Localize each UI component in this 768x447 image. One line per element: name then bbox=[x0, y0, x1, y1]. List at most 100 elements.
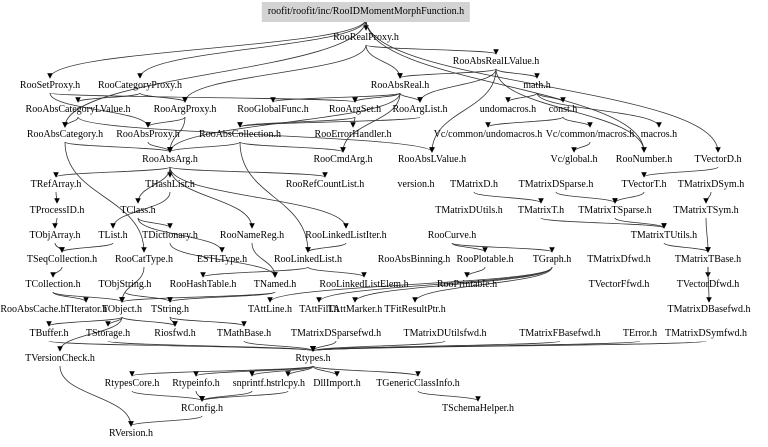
node-trefarray[interactable]: TRefArray.h bbox=[30, 179, 82, 190]
node-tmathbase[interactable]: TMathBase.h bbox=[216, 328, 272, 339]
node-roohashtable[interactable]: RooHashTable.h bbox=[169, 279, 237, 290]
node-tmatrixdsparsefwd[interactable]: TMatrixDSparsefwd.h bbox=[290, 328, 382, 339]
node-tmatrixdsym[interactable]: TMatrixDSym.h bbox=[677, 179, 745, 190]
node-thashlist[interactable]: THashList.h bbox=[145, 179, 195, 190]
node-riosfwd[interactable]: Riosfwd.h bbox=[154, 328, 196, 339]
node-titerator[interactable]: TIterator.h bbox=[64, 304, 108, 315]
node-tstorage[interactable]: TStorage.h bbox=[85, 328, 131, 339]
node-tobject[interactable]: TObject.h bbox=[101, 304, 143, 315]
node-tmatrixdutils[interactable]: TMatrixDUtils.h bbox=[435, 205, 503, 216]
node-tobjstring[interactable]: TObjString.h bbox=[98, 279, 152, 290]
node-roocurve[interactable]: RooCurve.h bbox=[427, 230, 477, 241]
node-rooargproxy[interactable]: RooArgProxy.h bbox=[153, 104, 217, 115]
node-vc-global[interactable]: Vc/global.h bbox=[550, 154, 598, 165]
node-strlcpy[interactable]: strlcpy.h bbox=[270, 378, 306, 389]
node-tmatrixtutils[interactable]: TMatrixTUtils.h bbox=[630, 230, 698, 241]
node-tfitresultptr[interactable]: TFitResultPtr.h bbox=[384, 304, 446, 315]
node-rversion[interactable]: RVersion.h bbox=[109, 428, 153, 439]
edge-rooabsarg-to-trefarray bbox=[53, 166, 171, 178]
node-rooabsreal[interactable]: RooAbsReal.h bbox=[370, 80, 430, 91]
node-rooabsproxy[interactable]: RooAbsProxy.h bbox=[116, 129, 180, 140]
node-vc-common-macros[interactable]: Vc/common/macros.h bbox=[545, 129, 635, 140]
node-roocattype[interactable]: RooCatType.h bbox=[115, 254, 173, 265]
node-roorefcountlist[interactable]: RooRefCountList.h bbox=[285, 179, 365, 190]
node-tattmarker[interactable]: TAttMarker.h bbox=[327, 304, 383, 315]
node-roonamereg[interactable]: RooNameReg.h bbox=[219, 230, 285, 241]
node-tbuffer[interactable]: TBuffer.h bbox=[29, 328, 69, 339]
node-tmatrixtbase[interactable]: TMatrixTBase.h bbox=[674, 254, 742, 265]
node-tmatrixtsym[interactable]: TMatrixTSym.h bbox=[673, 205, 739, 216]
node-rtypes[interactable]: Rtypes.h bbox=[295, 353, 331, 364]
node-tclass[interactable]: TClass.h bbox=[120, 205, 156, 216]
node-roolinkedlist[interactable]: RooLinkedList.h bbox=[273, 254, 343, 265]
node-terror[interactable]: TError.h bbox=[622, 328, 658, 339]
node-vc-common-undomacros[interactable]: Vc/common/undomacros.h bbox=[433, 129, 543, 140]
root-file-node[interactable]: roofit/roofit/inc/RooIDMomentMorphFuncti… bbox=[261, 2, 471, 22]
node-tattline[interactable]: TAttLine.h bbox=[248, 304, 292, 315]
node-roocategoryproxy[interactable]: RooCategoryProxy.h bbox=[97, 80, 183, 91]
node-rooarglist[interactable]: RooArgList.h bbox=[392, 104, 448, 115]
node-rtypeinfo[interactable]: Rtypeinfo.h bbox=[172, 378, 220, 389]
node-rooglobalfunc[interactable]: RooGlobalFunc.h bbox=[237, 104, 309, 115]
node-rtypescore[interactable]: RtypesCore.h bbox=[104, 378, 160, 389]
edge-tmatrixdutilsfwd-to-rtypes bbox=[310, 340, 446, 352]
node-math[interactable]: math.h bbox=[523, 80, 551, 91]
node-tvectort[interactable]: TVectorT.h bbox=[621, 179, 667, 190]
node-roorealproxy[interactable]: RooRealProxy.h bbox=[333, 32, 399, 43]
node-rooabsarg[interactable]: RooAbsArg.h bbox=[142, 154, 198, 165]
node-tprocessid[interactable]: TProcessID.h bbox=[29, 205, 85, 216]
node-rooplotable[interactable]: RooPlotable.h bbox=[456, 254, 514, 265]
node-tmatrixdbasefwd[interactable]: TMatrixDBasefwd.h bbox=[667, 304, 751, 315]
node-roolinkedlistelem[interactable]: RooLinkedListElem.h bbox=[319, 279, 409, 290]
node-estltype[interactable]: ESTLType.h bbox=[196, 254, 248, 265]
node-rconfig[interactable]: RConfig.h bbox=[181, 403, 223, 414]
node-tobjarray[interactable]: TObjArray.h bbox=[29, 230, 81, 241]
edge-tnamed-to-tstring bbox=[167, 291, 276, 303]
node-tgraph[interactable]: TGraph.h bbox=[532, 254, 572, 265]
node-tmatrixdsymfwd[interactable]: TMatrixDSymfwd.h bbox=[665, 328, 747, 339]
node-tversioncheck[interactable]: TVersionCheck.h bbox=[25, 353, 95, 364]
node-tvectorffwd[interactable]: TVectorFfwd.h bbox=[588, 279, 650, 290]
node-rooabslvalue[interactable]: RooAbsLValue.h bbox=[397, 154, 467, 165]
node-undomacros[interactable]: undomacros.h bbox=[479, 104, 537, 115]
node-rooabscategorylvalue[interactable]: RooAbsCategoryLValue.h bbox=[25, 104, 131, 115]
node-macros[interactable]: macros.h bbox=[640, 129, 678, 140]
node-rooprintable[interactable]: RooPrintable.h bbox=[436, 279, 498, 290]
node-roocmdarg[interactable]: RooCmdArg.h bbox=[313, 154, 373, 165]
node-tmatrixdfwd[interactable]: TMatrixDfwd.h bbox=[587, 254, 651, 265]
node-tdictionary[interactable]: TDictionary.h bbox=[142, 230, 198, 241]
node-rooabscollection[interactable]: RooAbsCollection.h bbox=[199, 129, 281, 140]
node-tseqcollection[interactable]: TSeqCollection.h bbox=[26, 254, 98, 265]
node-tmatrixfbasefwd[interactable]: TMatrixFBasefwd.h bbox=[519, 328, 601, 339]
node-tmatrixd[interactable]: TMatrixD.h bbox=[449, 179, 499, 190]
node-roonumber[interactable]: RooNumber.h bbox=[615, 154, 673, 165]
node-roosetproxy[interactable]: RooSetProxy.h bbox=[19, 80, 81, 91]
node-rooabscache[interactable]: RooAbsCache.h bbox=[0, 304, 66, 315]
node-tmatrixdsparse[interactable]: TMatrixDSparse.h bbox=[518, 179, 594, 190]
edge-tclass-to-tdictionary bbox=[137, 217, 173, 229]
node-tlist[interactable]: TList.h bbox=[98, 230, 128, 241]
node-tvectordfwd[interactable]: TVectorDfwd.h bbox=[676, 279, 740, 290]
node-tnamed[interactable]: TNamed.h bbox=[253, 279, 297, 290]
node-rooabsbinning[interactable]: RooAbsBinning.h bbox=[377, 254, 451, 265]
node-rooabscategory[interactable]: RooAbsCategory.h bbox=[26, 129, 104, 140]
node-tmatrixtsparse[interactable]: TMatrixTSparse.h bbox=[578, 205, 652, 216]
node-const[interactable]: const.h bbox=[548, 104, 578, 115]
node-tvectord[interactable]: TVectorD.h bbox=[694, 154, 742, 165]
node-dllimport[interactable]: DllImport.h bbox=[313, 378, 361, 389]
node-tcollection[interactable]: TCollection.h bbox=[25, 279, 81, 290]
node-tmatrixdutilsfwd[interactable]: TMatrixDUtilsfwd.h bbox=[403, 328, 487, 339]
node-tstring[interactable]: TString.h bbox=[150, 304, 190, 315]
node-tschemahelper[interactable]: TSchemaHelper.h bbox=[442, 403, 514, 414]
node-tgenericclassinfo[interactable]: TGenericClassInfo.h bbox=[376, 378, 460, 389]
node-version[interactable]: version.h bbox=[397, 179, 435, 190]
node-roolinkedlistiter[interactable]: RooLinkedListIter.h bbox=[305, 230, 387, 241]
edge-tmatrixdsymfwd-to-rtypes bbox=[310, 340, 707, 352]
node-tmatrixt[interactable]: TMatrixT.h bbox=[517, 205, 565, 216]
node-rooerrorhandler[interactable]: RooErrorHandler.h bbox=[314, 129, 392, 140]
node-tattfill[interactable]: TAttFill.h bbox=[299, 304, 339, 315]
node-rooargset[interactable]: RooArgSet.h bbox=[328, 104, 382, 115]
node-rooabsreallvalue[interactable]: RooAbsRealLValue.h bbox=[452, 56, 540, 67]
edge-tcollection-to-titerator bbox=[52, 291, 89, 303]
node-snprintf[interactable]: snprintf.h bbox=[232, 378, 272, 389]
